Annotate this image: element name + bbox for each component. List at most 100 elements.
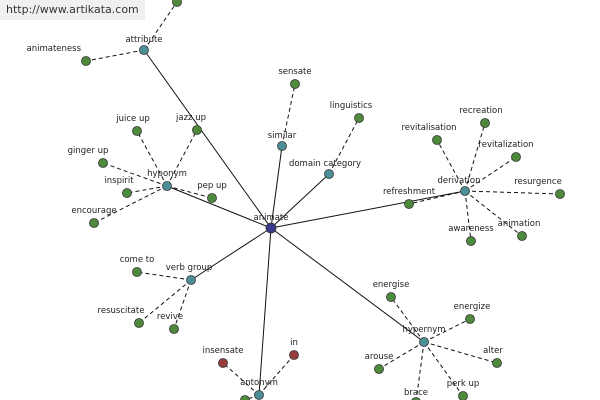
- graph-nodes: [81, 0, 565, 400]
- term-node-come-to[interactable]: [132, 267, 142, 277]
- edge-hypernym-brace: [415, 341, 425, 400]
- term-node-revive-label[interactable]: revive: [157, 312, 183, 322]
- edge-domain-category-linguistics: [328, 117, 360, 175]
- term-node-energise[interactable]: [386, 292, 396, 302]
- site-watermark[interactable]: http://www.artikata.com: [0, 0, 145, 20]
- term-node-perk-up[interactable]: [458, 391, 468, 400]
- edge-hypernym-energise: [390, 296, 425, 343]
- edge-derivation-revitalisation: [436, 139, 466, 192]
- term-node-resuscitate-label[interactable]: resuscitate: [98, 306, 145, 316]
- edge-root-similar: [270, 145, 283, 229]
- relation-node-hypernym-label[interactable]: hypernym: [402, 325, 445, 335]
- term-node-attribute-extra[interactable]: [172, 0, 182, 7]
- edge-verb-group-resuscitate: [138, 279, 192, 324]
- relation-node-antonym[interactable]: [254, 390, 264, 400]
- term-node-refreshment[interactable]: [404, 199, 414, 209]
- edge-hyponym-jazz-up: [166, 129, 198, 187]
- edge-derivation-resurgence: [464, 190, 561, 195]
- term-node-inspirit-label[interactable]: inspirit: [104, 176, 134, 186]
- term-node-revitalization-label[interactable]: revitalization: [478, 140, 533, 150]
- edge-attribute-animateness: [85, 49, 145, 62]
- relation-node-domain-category[interactable]: [324, 169, 334, 179]
- term-node-linguistics[interactable]: [354, 113, 364, 123]
- relation-node-derivation[interactable]: [460, 186, 470, 196]
- edge-hypernym-energize: [423, 318, 471, 343]
- relation-node-verb-group[interactable]: [186, 275, 196, 285]
- term-node-brace[interactable]: [411, 397, 421, 400]
- term-node-animation-label[interactable]: animation: [498, 219, 541, 229]
- edge-root-hyponym: [166, 185, 272, 229]
- term-node-in[interactable]: [289, 350, 299, 360]
- term-node-in-label[interactable]: in: [290, 338, 298, 348]
- relation-node-similar-label[interactable]: similar: [268, 131, 297, 141]
- term-node-juice-up[interactable]: [132, 126, 142, 136]
- term-node-animateness-label[interactable]: animateness: [27, 44, 82, 54]
- relation-node-similar[interactable]: [277, 141, 287, 151]
- relation-node-hyponym[interactable]: [162, 181, 172, 191]
- edge-hypernym-arouse: [378, 341, 425, 370]
- term-node-sensate[interactable]: [290, 79, 300, 89]
- term-node-brace-label[interactable]: brace: [404, 388, 428, 398]
- edge-root-hypernym: [270, 227, 425, 343]
- term-node-awareness[interactable]: [466, 236, 476, 246]
- term-node-jazz-up[interactable]: [192, 125, 202, 135]
- term-node-awareness-label[interactable]: awareness: [448, 224, 494, 234]
- edge-verb-group-come-to: [136, 271, 192, 281]
- term-node-revitalisation-label[interactable]: revitalisation: [401, 123, 456, 133]
- term-node-perk-up-label[interactable]: perk up: [447, 379, 480, 389]
- term-node-encourage-label[interactable]: encourage: [71, 206, 116, 216]
- term-node-resurgence-label[interactable]: resurgence: [514, 177, 562, 187]
- edge-derivation-revitalization: [464, 156, 517, 192]
- term-node-refreshment-label[interactable]: refreshment: [383, 187, 436, 197]
- relation-node-attribute[interactable]: [139, 45, 149, 55]
- term-node-jazz-up-label[interactable]: jazz up: [175, 113, 206, 123]
- term-node-recreation-label[interactable]: recreation: [459, 106, 502, 116]
- term-node-ginger-up[interactable]: [98, 158, 108, 168]
- term-node-revitalization[interactable]: [511, 152, 521, 162]
- edge-hyponym-ginger-up: [102, 162, 168, 187]
- term-node-come-to-label[interactable]: come to: [120, 255, 155, 265]
- term-node-insensate-label[interactable]: insensate: [203, 346, 244, 356]
- relation-node-derivation-label[interactable]: derivation: [437, 176, 480, 186]
- term-node-energise-label[interactable]: energise: [373, 280, 410, 290]
- relation-node-hypernym[interactable]: [419, 337, 429, 347]
- term-node-juice-up-label[interactable]: juice up: [115, 114, 150, 124]
- term-node-ginger-up-label[interactable]: ginger up: [68, 146, 109, 156]
- term-node-antonym-extra[interactable]: [240, 395, 250, 400]
- term-node-linguistics-label[interactable]: linguistics: [330, 101, 373, 111]
- term-node-energize[interactable]: [465, 314, 475, 324]
- edge-derivation-animation: [464, 190, 523, 237]
- root-node-animate[interactable]: [265, 222, 277, 234]
- term-node-recreation[interactable]: [480, 118, 490, 128]
- term-node-pep-up-label[interactable]: pep up: [197, 181, 227, 191]
- term-node-pep-up[interactable]: [207, 193, 217, 203]
- edge-antonym-insensate: [222, 362, 260, 396]
- relation-node-domain-category-label[interactable]: domain category: [289, 159, 361, 169]
- edge-derivation-awareness: [464, 190, 472, 242]
- term-node-encourage[interactable]: [89, 218, 99, 228]
- root-node-animate-label[interactable]: animate: [253, 213, 288, 223]
- term-node-resuscitate[interactable]: [134, 318, 144, 328]
- edge-root-verb-group: [190, 227, 272, 281]
- term-node-alter[interactable]: [492, 358, 502, 368]
- relation-node-antonym-label[interactable]: antonym: [240, 378, 278, 388]
- edge-hypernym-alter: [423, 341, 498, 364]
- term-node-arouse[interactable]: [374, 364, 384, 374]
- relation-node-hyponym-label[interactable]: hyponym: [147, 169, 187, 179]
- term-node-revitalisation[interactable]: [432, 135, 442, 145]
- term-node-animation[interactable]: [517, 231, 527, 241]
- term-node-animateness[interactable]: [81, 56, 91, 66]
- edge-verb-group-revive: [173, 279, 192, 330]
- term-node-sensate-label[interactable]: sensate: [278, 67, 311, 77]
- term-node-insensate[interactable]: [218, 358, 228, 368]
- term-node-revive[interactable]: [169, 324, 179, 334]
- term-node-resurgence[interactable]: [555, 189, 565, 199]
- term-node-energize-label[interactable]: energize: [454, 302, 491, 312]
- relation-node-verb-group-label[interactable]: verb group: [166, 263, 213, 273]
- term-node-alter-label[interactable]: alter: [483, 346, 503, 356]
- term-node-inspirit[interactable]: [122, 188, 132, 198]
- edge-hyponym-inspirit: [126, 185, 168, 194]
- term-node-arouse-label[interactable]: arouse: [365, 352, 394, 362]
- relation-node-attribute-label[interactable]: attribute: [125, 35, 162, 45]
